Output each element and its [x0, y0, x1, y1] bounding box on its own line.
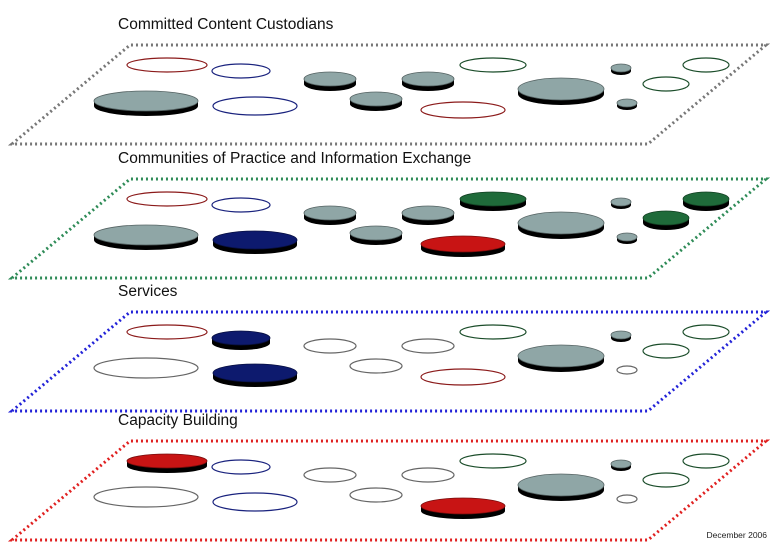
layer-plane — [7, 177, 771, 280]
solid-disk-4 — [401, 71, 455, 91]
solid-disk-9 — [212, 230, 298, 254]
solid-disk-1 — [126, 453, 208, 473]
outline-disk-1 — [126, 57, 208, 73]
solid-disk-3 — [303, 71, 357, 91]
layer-plane — [7, 439, 771, 542]
plane-dotted-border — [7, 310, 771, 413]
solid-disk-9 — [212, 363, 298, 387]
solid-disk-6 — [349, 91, 403, 111]
solid-disk-10 — [93, 224, 199, 250]
solid-disk-12 — [610, 330, 632, 342]
solid-disk-11 — [420, 497, 506, 519]
outline-disk-2 — [211, 459, 271, 475]
solid-disk-8 — [517, 344, 605, 372]
outline-disk-14 — [616, 365, 638, 375]
plane-dotted-border — [7, 177, 771, 280]
outline-disk-2 — [211, 197, 271, 213]
outline-disk-9 — [212, 96, 298, 116]
solid-disk-8 — [517, 473, 605, 501]
solid-disk-12 — [610, 197, 632, 209]
outline-disk-3 — [303, 467, 357, 483]
outline-disk-7 — [682, 57, 730, 73]
solid-disk-2 — [211, 330, 271, 350]
outline-disk-7 — [682, 453, 730, 469]
outline-disk-13 — [642, 343, 690, 359]
outline-disk-3 — [303, 338, 357, 354]
outline-disk-11 — [420, 101, 506, 119]
solid-disk-11 — [420, 235, 506, 257]
outline-disk-14 — [616, 494, 638, 504]
plane-dotted-border — [7, 439, 771, 542]
outline-disk-1 — [126, 324, 208, 340]
outline-disk-10 — [93, 357, 199, 379]
solid-disk-8 — [517, 77, 605, 105]
outline-disk-6 — [349, 487, 403, 503]
solid-disk-13 — [642, 210, 690, 230]
layer-capacity-building: Capacity Building — [0, 412, 779, 547]
outline-disk-4 — [401, 338, 455, 354]
outline-disk-1 — [126, 191, 208, 207]
solid-disk-8 — [517, 211, 605, 239]
layer-title: Communities of Practice and Information … — [118, 150, 472, 167]
outline-disk-5 — [459, 324, 527, 340]
outline-disk-13 — [642, 472, 690, 488]
solid-disk-4 — [401, 205, 455, 225]
outline-disk-5 — [459, 57, 527, 73]
layer-committed-content-custodians: Committed Content Custodians — [0, 16, 779, 151]
footer-date: December 2006 — [706, 530, 767, 540]
layer-services: Services — [0, 283, 779, 418]
solid-disk-7 — [682, 191, 730, 211]
solid-disk-14 — [616, 232, 638, 244]
layer-plane — [7, 43, 771, 146]
layer-plane — [7, 310, 771, 413]
outline-disk-2 — [211, 63, 271, 79]
solid-disk-14 — [616, 98, 638, 110]
plane-dotted-border — [7, 43, 771, 146]
layer-title: Services — [118, 283, 178, 300]
outline-disk-7 — [682, 324, 730, 340]
outline-disk-11 — [420, 368, 506, 386]
outline-disk-9 — [212, 492, 298, 512]
solid-disk-6 — [349, 225, 403, 245]
layer-communities-of-practice: Communities of Practice and Information … — [0, 150, 779, 285]
solid-disk-10 — [93, 90, 199, 116]
solid-disk-12 — [610, 63, 632, 75]
outline-disk-4 — [401, 467, 455, 483]
layer-title: Capacity Building — [118, 412, 238, 429]
solid-disk-3 — [303, 205, 357, 225]
outline-disk-10 — [93, 486, 199, 508]
outline-disk-6 — [349, 358, 403, 374]
outline-disk-5 — [459, 453, 527, 469]
outline-disk-13 — [642, 76, 690, 92]
solid-disk-12 — [610, 459, 632, 471]
solid-disk-5 — [459, 191, 527, 211]
layer-title: Committed Content Custodians — [118, 16, 334, 33]
